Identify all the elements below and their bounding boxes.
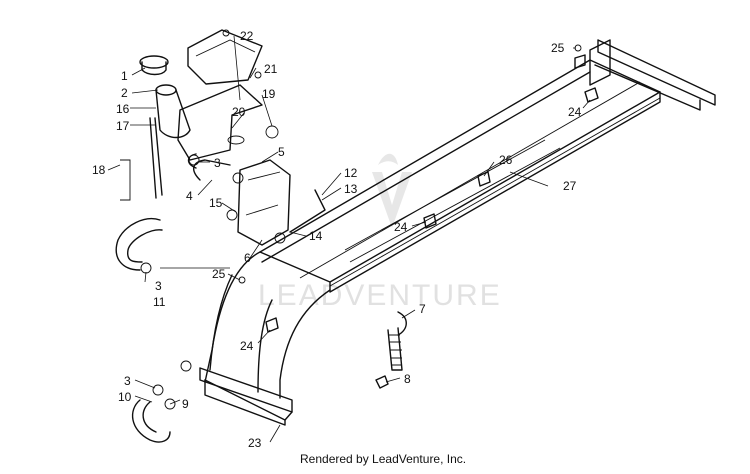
callout-26: 26 <box>499 153 513 167</box>
callout-24a: 24 <box>568 105 582 119</box>
callout-12: 12 <box>344 166 358 180</box>
callout-13: 13 <box>344 182 358 196</box>
callout-16: 16 <box>116 102 130 116</box>
callout-19: 19 <box>262 87 276 101</box>
leader-lines <box>107 35 591 443</box>
callout-3a: 3 <box>214 156 221 170</box>
callout-25b: 25 <box>212 267 226 281</box>
callout-4: 4 <box>186 189 193 203</box>
hardware <box>120 29 599 389</box>
callouts: 1 2 3 4 5 6 7 8 9 10 11 12 13 14 15 16 1… <box>92 29 582 450</box>
control-module <box>187 29 263 85</box>
callout-27: 27 <box>563 179 577 193</box>
callout-8: 8 <box>404 372 411 386</box>
tunnel-rail <box>199 39 716 426</box>
callout-3b: 3 <box>155 279 162 293</box>
callout-22: 22 <box>240 29 254 43</box>
callout-14: 14 <box>309 229 323 243</box>
callout-7: 7 <box>419 302 426 316</box>
callout-3c: 3 <box>124 374 131 388</box>
watermark-logo: LEADVENTURE <box>258 153 502 312</box>
callout-5: 5 <box>278 145 285 159</box>
callout-24c: 24 <box>240 339 254 353</box>
callout-24b: 24 <box>394 220 408 234</box>
clamps <box>140 154 286 410</box>
callout-2: 2 <box>121 86 128 100</box>
callout-15: 15 <box>209 196 223 210</box>
callout-18: 18 <box>92 163 106 177</box>
callout-17: 17 <box>116 119 130 133</box>
callout-10: 10 <box>118 390 132 404</box>
watermark-text: LEADVENTURE <box>258 279 502 312</box>
callout-25a: 25 <box>551 41 565 55</box>
heat-exchanger <box>237 159 291 246</box>
callout-9: 9 <box>182 397 189 411</box>
callout-21: 21 <box>264 62 278 76</box>
credit-text: Rendered by LeadVenture, Inc. <box>300 452 466 466</box>
callout-1: 1 <box>121 69 128 83</box>
callout-23: 23 <box>248 436 262 450</box>
callout-6: 6 <box>244 251 251 265</box>
callout-20: 20 <box>232 105 246 119</box>
hoses <box>115 117 407 443</box>
callout-11: 11 <box>153 295 166 309</box>
